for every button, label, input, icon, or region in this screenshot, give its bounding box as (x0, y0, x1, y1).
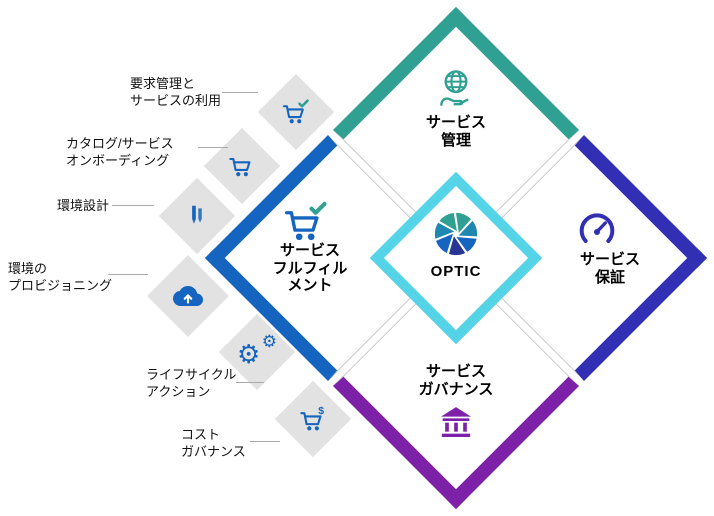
label-line: メント (287, 277, 333, 295)
cart-icon (228, 152, 256, 180)
side-label-environment-provisioning: 環境の プロビジョニング (8, 261, 112, 295)
quadrant-label-service-governance: サービス ガバナンス (386, 363, 526, 398)
side-label-environment-design: 環境設計 (57, 198, 109, 215)
quadrant-label-service-fulfillment: サービス フルフィル メント (240, 242, 380, 295)
quadrant-label-service-assurance: サービス 保証 (540, 251, 680, 286)
side-label-cost-governance: コスト ガバナンス (181, 427, 246, 461)
cart-dollar-icon: $ (299, 405, 327, 433)
globe-hand-icon (434, 66, 478, 112)
label-line: オンボーディング (66, 152, 170, 168)
label-line: ライフサイクル (146, 367, 237, 382)
side-label-request-management: 要求管理と サービスの利用 (130, 76, 221, 110)
connector-line (198, 147, 228, 148)
gear-glyph: ⚙ (261, 332, 277, 352)
label-line: アクション (146, 383, 211, 399)
label-line: ガバナンス (418, 380, 494, 398)
connector-line (250, 441, 280, 442)
pen-icon (184, 202, 210, 230)
label-line: サービスの利用 (130, 92, 222, 108)
label-line: カタログ/サービス (66, 136, 174, 151)
svg-text:$: $ (318, 405, 324, 417)
connector-line (108, 274, 148, 275)
label-line: 要求管理と (130, 76, 196, 91)
label-line: 環境の (8, 261, 48, 276)
side-label-lifecycle-actions: ライフサイクル アクション (146, 367, 236, 401)
gears-icon: ⚙ ⚙ (237, 334, 277, 370)
bank-icon (436, 403, 476, 443)
aperture-icon (430, 208, 482, 260)
label-line: サービス (579, 251, 640, 268)
label-line: プロビジョニング (8, 277, 113, 293)
label-line: 環境設計 (57, 198, 110, 213)
connector-line (236, 382, 264, 383)
quadrant-label-service-management: サービス 管理 (386, 114, 526, 149)
side-label-catalog-onboarding: カタログ/サービス オンボーディング (66, 136, 174, 170)
label-line: 管理 (440, 131, 471, 149)
gauge-icon (577, 210, 617, 250)
label-line: フルフィル (272, 259, 348, 277)
label-line: サービス (279, 242, 340, 259)
label-line: サービス (425, 363, 486, 380)
label-line: ガバナンス (181, 443, 246, 459)
gear-glyph: ⚙ (237, 340, 261, 370)
label-line: コスト (181, 427, 221, 442)
optic-label: OPTIC (430, 263, 482, 280)
cart-check-icon (281, 97, 311, 127)
connector-line (222, 92, 258, 93)
cart-check-icon (282, 199, 330, 245)
label-line: 保証 (594, 268, 625, 286)
cloud-upload-icon (172, 281, 204, 311)
connector-line (112, 205, 154, 206)
label-line: サービス (425, 114, 486, 131)
